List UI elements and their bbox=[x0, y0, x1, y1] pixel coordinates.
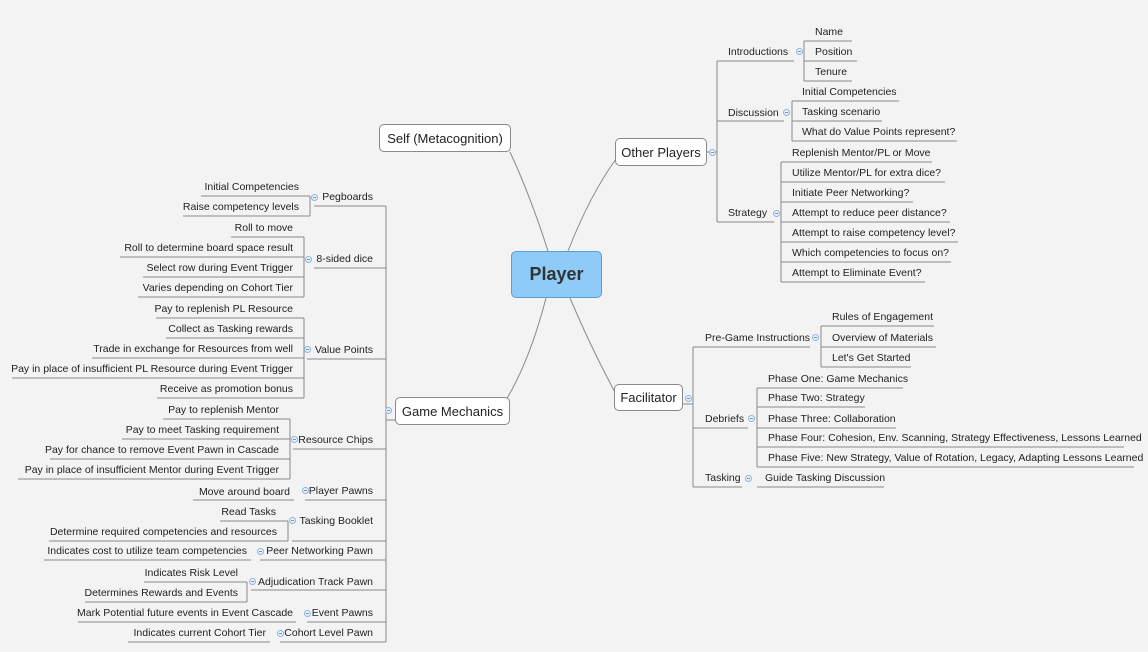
subtopic-value-points[interactable]: Value Points bbox=[314, 344, 373, 356]
collapse-toggle-icon[interactable] bbox=[249, 578, 256, 585]
collapse-toggle-icon[interactable] bbox=[289, 517, 296, 524]
leaf-risk-level[interactable]: Indicates Risk Level bbox=[144, 567, 238, 579]
collapse-toggle-icon[interactable] bbox=[748, 415, 755, 422]
leaf-value-points-item[interactable]: Pay in place of insufficient PL Resource… bbox=[11, 363, 293, 375]
leaf-position[interactable]: Position bbox=[815, 46, 853, 58]
leaf-guide-tasking-discussion[interactable]: Guide Tasking Discussion bbox=[765, 472, 886, 484]
leaf-dice-item[interactable]: Select row during Event Trigger bbox=[146, 262, 294, 274]
leaf-strategy-item[interactable]: Attempt to Eliminate Event? bbox=[792, 267, 922, 279]
collapse-toggle-icon[interactable] bbox=[304, 610, 311, 617]
leaf-tasking-scenario[interactable]: Tasking scenario bbox=[802, 106, 881, 118]
leaf-dice-item[interactable]: Roll to move bbox=[234, 222, 293, 234]
subtopic-event-pawns[interactable]: Event Pawns bbox=[311, 607, 373, 619]
connector-game-mechanics bbox=[505, 297, 547, 401]
leaf-value-points-item[interactable]: Collect as Tasking rewards bbox=[168, 323, 293, 335]
leaf-strategy-item[interactable]: Attempt to raise competency level? bbox=[792, 227, 956, 239]
leaf-phase-three[interactable]: Phase Three: Collaboration bbox=[768, 413, 896, 425]
leaf-strategy-item[interactable]: Attempt to reduce peer distance? bbox=[792, 207, 947, 219]
subtopic-pre-game-instructions[interactable]: Pre-Game Instructions bbox=[705, 332, 811, 344]
subtopic-pegboards[interactable]: Pegboards bbox=[322, 191, 373, 203]
leaf-pegboards-item[interactable]: Initial Competencies bbox=[204, 181, 299, 193]
subtopic-debriefs[interactable]: Debriefs bbox=[705, 413, 745, 425]
leaf-resource-chips-item[interactable]: Pay for chance to remove Event Pawn in C… bbox=[44, 444, 279, 456]
collapse-toggle-icon[interactable] bbox=[812, 334, 819, 341]
subtopic-tasking[interactable]: Tasking bbox=[705, 472, 741, 484]
leaf-dice-item[interactable]: Roll to determine board space result bbox=[124, 242, 293, 254]
subtopic-discussion[interactable]: Discussion bbox=[728, 107, 779, 119]
leaf-value-points-question[interactable]: What do Value Points represent? bbox=[802, 126, 956, 138]
subtopic-cohort-level-pawn[interactable]: Cohort Level Pawn bbox=[284, 627, 373, 639]
leaf-resource-chips-item[interactable]: Pay in place of insufficient Mentor duri… bbox=[24, 464, 279, 476]
collapse-toggle-icon[interactable] bbox=[385, 407, 392, 414]
collapse-toggle-icon[interactable] bbox=[291, 436, 298, 443]
collapse-toggle-icon[interactable] bbox=[305, 256, 312, 263]
collapse-toggle-icon[interactable] bbox=[311, 194, 318, 201]
leaf-rewards-and-events[interactable]: Determines Rewards and Events bbox=[84, 587, 239, 599]
leaf-rules-of-engagement[interactable]: Rules of Engagement bbox=[832, 311, 933, 323]
subtopic-strategy[interactable]: Strategy bbox=[728, 207, 768, 219]
collapse-toggle-icon[interactable] bbox=[304, 346, 311, 353]
leaf-overview-of-materials[interactable]: Overview of Materials bbox=[832, 332, 933, 344]
collapse-toggle-icon[interactable] bbox=[302, 487, 309, 494]
leaf-lets-get-started[interactable]: Let's Get Started bbox=[832, 352, 911, 364]
leaf-mark-future-events[interactable]: Mark Potential future events in Event Ca… bbox=[77, 607, 293, 619]
central-topic-player[interactable]: Player bbox=[511, 251, 602, 298]
subtopic-peer-networking-pawn[interactable]: Peer Networking Pawn bbox=[266, 545, 373, 557]
topic-self-metacognition[interactable]: Self (Metacognition) bbox=[379, 124, 511, 152]
leaf-pegboards-item[interactable]: Raise competency levels bbox=[182, 201, 299, 213]
leaf-strategy-item[interactable]: Utilize Mentor/PL for extra dice? bbox=[792, 167, 942, 179]
leaf-current-cohort-tier[interactable]: Indicates current Cohort Tier bbox=[133, 627, 266, 639]
leaf-value-points-item[interactable]: Receive as promotion bonus bbox=[159, 383, 293, 395]
leaf-phase-two[interactable]: Phase Two: Strategy bbox=[768, 392, 865, 404]
subtopic-player-pawns[interactable]: Player Pawns bbox=[308, 485, 373, 497]
topic-facilitator[interactable]: Facilitator bbox=[614, 384, 683, 411]
topic-other-players[interactable]: Other Players bbox=[615, 138, 707, 166]
leaf-strategy-item[interactable]: Initiate Peer Networking? bbox=[792, 187, 910, 199]
subtopic-introductions[interactable]: Introductions bbox=[728, 46, 789, 58]
leaf-move-around-board[interactable]: Move around board bbox=[198, 486, 290, 498]
connector-other-players bbox=[567, 158, 617, 252]
leaf-value-points-item[interactable]: Pay to replenish PL Resource bbox=[154, 303, 293, 315]
collapse-toggle-icon[interactable] bbox=[796, 48, 803, 55]
leaf-resource-chips-item[interactable]: Pay to replenish Mentor bbox=[168, 404, 279, 416]
leaf-phase-four[interactable]: Phase Four: Cohesion, Env. Scanning, Str… bbox=[768, 432, 1142, 444]
collapse-toggle-icon[interactable] bbox=[745, 475, 752, 482]
leaf-determine-competencies[interactable]: Determine required competencies and reso… bbox=[49, 526, 277, 538]
topic-game-mechanics[interactable]: Game Mechanics bbox=[395, 397, 510, 425]
collapse-toggle-icon[interactable] bbox=[709, 149, 716, 156]
collapse-toggle-icon[interactable] bbox=[685, 395, 692, 402]
connector-self bbox=[509, 151, 549, 252]
leaf-strategy-item[interactable]: Which competencies to focus on? bbox=[792, 247, 949, 259]
subtopic-adjudication-track-pawn[interactable]: Adjudication Track Pawn bbox=[258, 576, 373, 588]
subtopic-8-sided-dice[interactable]: 8-sided dice bbox=[316, 253, 373, 265]
connector-facilitator bbox=[569, 297, 617, 395]
collapse-toggle-icon[interactable] bbox=[277, 630, 284, 637]
collapse-toggle-icon[interactable] bbox=[783, 109, 790, 116]
collapse-toggle-icon[interactable] bbox=[773, 210, 780, 217]
leaf-dice-item[interactable]: Varies depending on Cohort Tier bbox=[142, 282, 293, 294]
leaf-initial-competencies[interactable]: Initial Competencies bbox=[802, 86, 897, 98]
leaf-phase-one[interactable]: Phase One: Game Mechanics bbox=[768, 373, 909, 385]
leaf-value-points-item[interactable]: Trade in exchange for Resources from wel… bbox=[93, 343, 293, 355]
leaf-tenure[interactable]: Tenure bbox=[815, 66, 848, 78]
leaf-indicates-cost[interactable]: Indicates cost to utilize team competenc… bbox=[47, 545, 247, 557]
leaf-strategy-item[interactable]: Replenish Mentor/PL or Move bbox=[792, 147, 931, 159]
subtopic-tasking-booklet[interactable]: Tasking Booklet bbox=[299, 515, 373, 527]
leaf-read-tasks[interactable]: Read Tasks bbox=[221, 506, 276, 518]
collapse-toggle-icon[interactable] bbox=[257, 548, 264, 555]
subtopic-resource-chips[interactable]: Resource Chips bbox=[298, 434, 373, 446]
leaf-resource-chips-item[interactable]: Pay to meet Tasking requirement bbox=[125, 424, 279, 436]
leaf-name[interactable]: Name bbox=[815, 26, 844, 38]
leaf-phase-five[interactable]: Phase Five: New Strategy, Value of Rotat… bbox=[768, 452, 1144, 464]
